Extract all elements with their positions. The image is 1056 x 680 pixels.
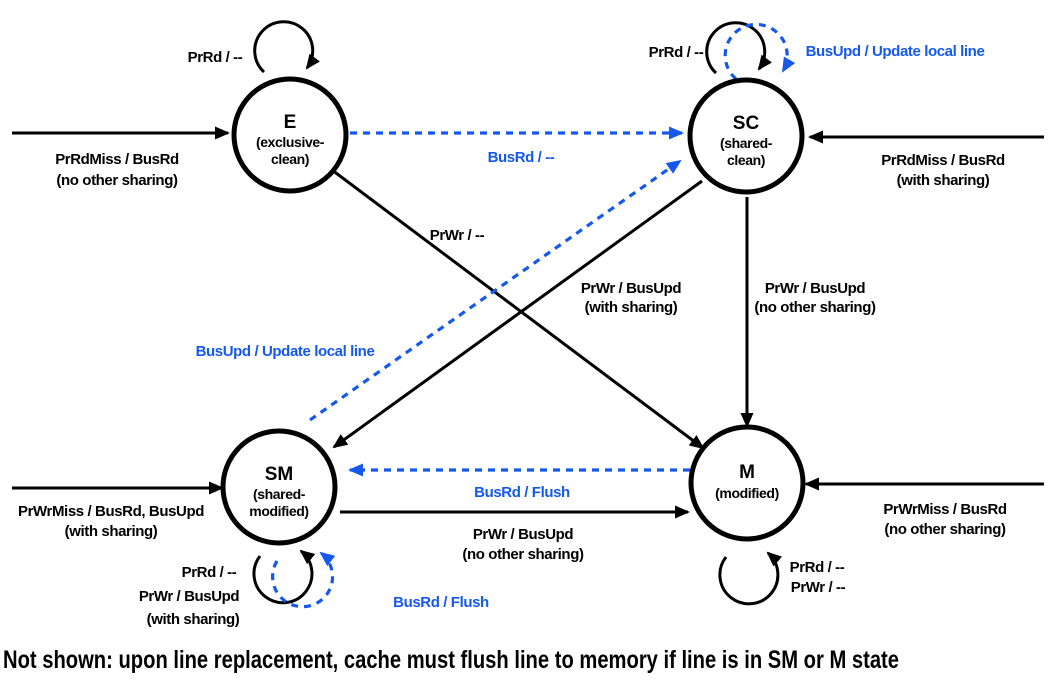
label-sm-self-3: (with sharing) <box>147 611 240 628</box>
label-sc-to-sm-cond: (with sharing) <box>585 299 678 316</box>
state-sm-name: SM <box>265 464 294 485</box>
label-m-in-cond: (no other sharing) <box>884 521 1006 538</box>
label-m-self-2: PrWr / -- <box>791 579 846 596</box>
label-e-in-event: PrRdMiss / BusRd <box>55 151 179 168</box>
state-e-desc: (exclusive- <box>256 134 325 150</box>
state-e-circle <box>231 76 349 194</box>
label-sc-in-cond: (with sharing) <box>897 172 990 189</box>
label-sm-self-blue: BusRd / Flush <box>393 594 489 611</box>
self-loop-sm-blue <box>271 551 336 609</box>
label-sc-self-blue: BusUpd / Update local line <box>806 43 985 60</box>
label-e-in-cond: (no other sharing) <box>56 172 178 189</box>
state-sc-circle <box>687 77 805 195</box>
label-e-self: PrRd / -- <box>188 49 243 66</box>
state-sm-desc: modified) <box>249 503 308 519</box>
label-sc-to-m-cond: (no other sharing) <box>754 299 876 316</box>
label-sm-self-2: PrWr / BusUpd <box>139 588 240 605</box>
label-sm-in-cond: (with sharing) <box>65 523 158 540</box>
state-m-circle <box>688 424 806 542</box>
state-m-desc: (modified) <box>715 485 779 501</box>
label-sc-to-sm-event: PrWr / BusUpd <box>581 280 682 297</box>
state-sm-circle <box>220 428 338 546</box>
label-sm-to-m-cond: (no other sharing) <box>462 546 584 563</box>
state-e-name: E <box>284 112 297 133</box>
label-sm-to-m-event: PrWr / BusUpd <box>473 526 574 543</box>
label-e-to-m: PrWr / -- <box>430 227 485 244</box>
self-loop-sm-black <box>252 549 316 605</box>
self-loop-sc-blue <box>723 22 796 81</box>
state-m-name: M <box>739 462 755 483</box>
label-sc-to-m-event: PrWr / BusUpd <box>765 280 866 297</box>
state-sc-name: SC <box>733 113 760 134</box>
arrow-sm-to-sc-busupd <box>309 159 682 422</box>
footnote: Not shown: upon line replacement, cache … <box>3 646 899 674</box>
state-sc-desc: clean) <box>727 152 765 168</box>
state-sm-desc: (shared- <box>253 486 306 502</box>
state-sc-desc: (shared- <box>720 135 773 151</box>
state-e-desc: clean) <box>271 151 309 167</box>
label-sm-in-event: PrWrMiss / BusRd, BusUpd <box>18 503 204 520</box>
label-e-to-sc: BusRd / -- <box>488 149 555 166</box>
self-loop-m <box>718 551 783 606</box>
label-sc-in-event: PrRdMiss / BusRd <box>881 152 1005 169</box>
label-m-to-sm: BusRd / Flush <box>474 484 570 501</box>
label-m-in-event: PrWrMiss / BusRd <box>883 501 1007 518</box>
self-loop-sc-black <box>705 21 772 75</box>
label-sc-self-black: PrRd / -- <box>649 44 704 61</box>
arrow-e-to-m-prwr <box>331 168 705 450</box>
self-loop-e <box>253 20 320 74</box>
label-sm-self-1: PrRd / -- <box>182 564 237 581</box>
label-m-self-1: PrRd / -- <box>790 559 845 576</box>
arrow-sc-to-sm-prwr <box>332 179 703 449</box>
label-sm-to-sc: BusUpd / Update local line <box>196 343 375 360</box>
